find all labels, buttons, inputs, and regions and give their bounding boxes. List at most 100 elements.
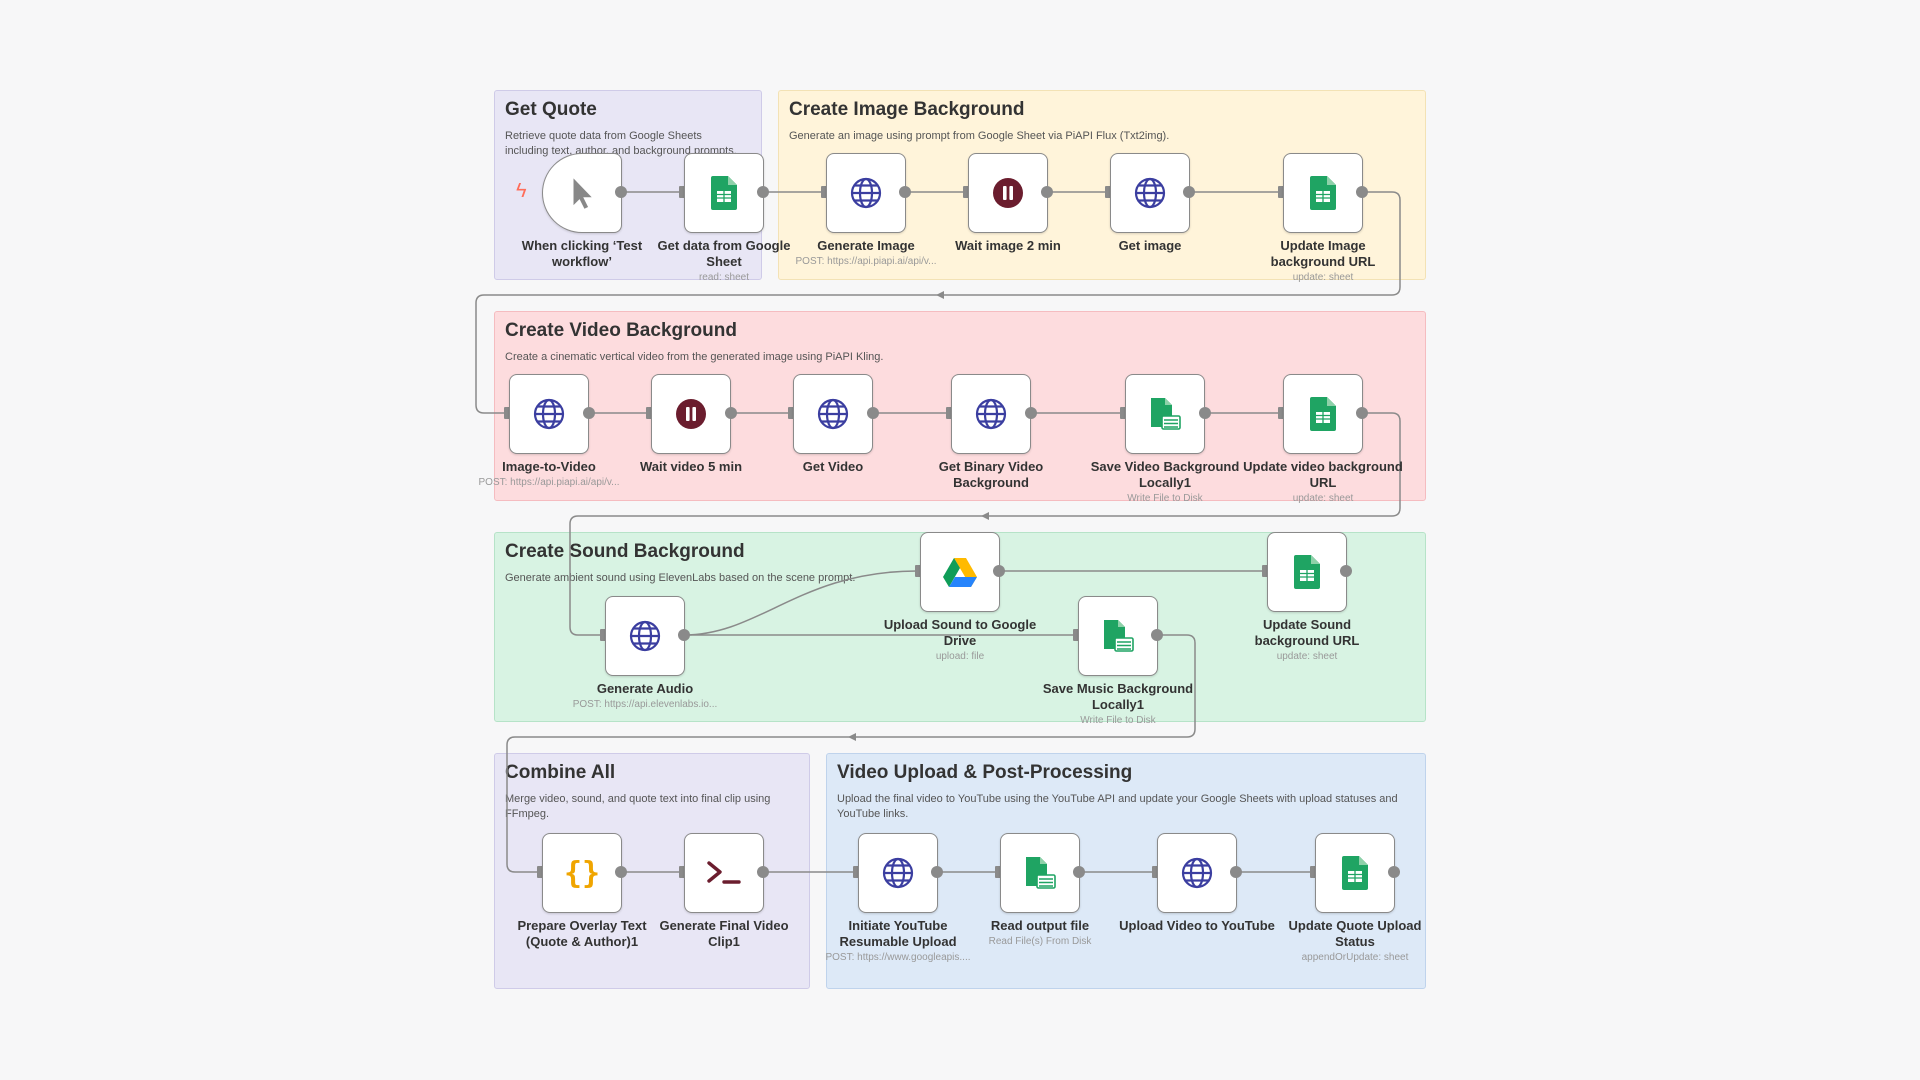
node-subtitle: upload: file <box>935 651 985 662</box>
input-port[interactable] <box>1105 186 1111 198</box>
node-read-output-file[interactable] <box>1000 833 1080 913</box>
node-label: Upload Video to YouTube <box>1119 918 1275 933</box>
output-port[interactable] <box>1356 186 1368 198</box>
input-port[interactable] <box>1120 407 1126 419</box>
node-label: When clicking ‘Test workflow’ <box>521 238 643 269</box>
output-port[interactable] <box>1340 565 1352 577</box>
node-subtitle: update: sheet <box>1292 272 1354 283</box>
node-label: Get image <box>1118 238 1182 253</box>
node-label: Update Image background URL <box>1270 238 1376 269</box>
arrow-left-icon <box>848 733 856 741</box>
arrow-left-icon <box>936 291 944 299</box>
node-generate-audio[interactable] <box>605 596 685 676</box>
node-update-sound-url[interactable] <box>1267 532 1347 612</box>
output-port[interactable] <box>899 186 911 198</box>
output-port[interactable] <box>1073 866 1085 878</box>
node-get-binary-video[interactable] <box>951 374 1031 454</box>
group-title: Video Upload & Post-Processing <box>837 762 1133 783</box>
input-port[interactable] <box>963 186 969 198</box>
node-upload-video-youtube[interactable] <box>1157 833 1237 913</box>
output-port[interactable] <box>1041 186 1053 198</box>
input-port[interactable] <box>821 186 827 198</box>
globe-icon <box>533 398 565 430</box>
output-port[interactable] <box>867 407 879 419</box>
input-port[interactable] <box>679 186 685 198</box>
node-final-video-clip[interactable] <box>684 833 764 913</box>
node-subtitle: read: sheet <box>698 272 750 283</box>
node-image-to-video[interactable] <box>509 374 589 454</box>
output-port[interactable] <box>583 407 595 419</box>
input-port[interactable] <box>788 407 794 419</box>
output-port[interactable] <box>1356 407 1368 419</box>
input-port[interactable] <box>1152 866 1158 878</box>
group-description: Upload the final video to YouTube using … <box>837 793 1398 820</box>
input-port[interactable] <box>995 866 1001 878</box>
globe-icon <box>1181 857 1213 889</box>
node-label: Read output file <box>990 918 1090 933</box>
output-port[interactable] <box>1151 629 1163 641</box>
output-port[interactable] <box>678 629 690 641</box>
node-update-image-url[interactable] <box>1283 153 1363 233</box>
input-port[interactable] <box>946 407 952 419</box>
output-port[interactable] <box>1388 866 1400 878</box>
node-label: Prepare Overlay Text (Quote & Author)1 <box>517 918 647 949</box>
node-get-image[interactable] <box>1110 153 1190 233</box>
input-port[interactable] <box>915 565 921 577</box>
output-port[interactable] <box>1025 407 1037 419</box>
node-save-music[interactable] <box>1078 596 1158 676</box>
output-port[interactable] <box>615 186 627 198</box>
node-subtitle: POST: https://www.googleapis.... <box>825 952 971 963</box>
node-prepare-overlay[interactable]: {} <box>542 833 622 913</box>
lightning-icon: ϟ <box>516 180 527 202</box>
node-subtitle: POST: https://api.piapi.ai/api/v... <box>795 256 937 267</box>
node-label: Image-to-Video <box>502 459 596 474</box>
input-port[interactable] <box>679 866 685 878</box>
node-upload-drive[interactable] <box>920 532 1000 612</box>
node-label: Wait video 5 min <box>639 459 743 474</box>
output-port[interactable] <box>1183 186 1195 198</box>
input-port[interactable] <box>1262 565 1268 577</box>
node-get-sheet[interactable] <box>684 153 764 233</box>
pause-icon <box>676 399 706 429</box>
node-get-video[interactable] <box>793 374 873 454</box>
node-subtitle: POST: https://api.piapi.ai/api/v... <box>478 477 620 488</box>
input-port[interactable] <box>646 407 652 419</box>
node-update-video-url[interactable] <box>1283 374 1363 454</box>
output-port[interactable] <box>757 186 769 198</box>
node-generate-image[interactable] <box>826 153 906 233</box>
node-label: Update video background URL <box>1243 459 1403 490</box>
node-wait-video[interactable] <box>651 374 731 454</box>
input-port[interactable] <box>600 629 606 641</box>
node-subtitle: Write File to Disk <box>1127 493 1203 504</box>
input-port[interactable] <box>1278 407 1284 419</box>
arrow-left-icon <box>981 512 989 520</box>
file-save-icon <box>1026 857 1056 889</box>
output-port[interactable] <box>725 407 737 419</box>
group-video-background[interactable]: Create Video Background Create a cinemat… <box>494 311 1426 501</box>
node-label: Save Video Background Locally1 <box>1090 459 1240 490</box>
input-port[interactable] <box>1310 866 1316 878</box>
input-port[interactable] <box>1278 186 1284 198</box>
node-trigger[interactable] <box>542 153 622 233</box>
pause-icon <box>993 178 1023 208</box>
node-save-video[interactable] <box>1125 374 1205 454</box>
output-port[interactable] <box>1230 866 1242 878</box>
node-initiate-youtube-upload[interactable] <box>858 833 938 913</box>
input-port[interactable] <box>504 407 510 419</box>
output-port[interactable] <box>615 866 627 878</box>
node-update-quote-status[interactable] <box>1315 833 1395 913</box>
output-port[interactable] <box>1199 407 1211 419</box>
output-port[interactable] <box>993 565 1005 577</box>
input-port[interactable] <box>853 866 859 878</box>
file-save-icon <box>1104 620 1134 652</box>
globe-icon <box>882 857 914 889</box>
output-port[interactable] <box>931 866 943 878</box>
node-wait-image[interactable] <box>968 153 1048 233</box>
output-port[interactable] <box>757 866 769 878</box>
input-port[interactable] <box>537 866 543 878</box>
input-port[interactable] <box>1073 629 1079 641</box>
group-description: Create a cinematic vertical video from t… <box>505 351 884 363</box>
globe-icon <box>629 620 661 652</box>
google-sheets-icon <box>1294 555 1320 589</box>
